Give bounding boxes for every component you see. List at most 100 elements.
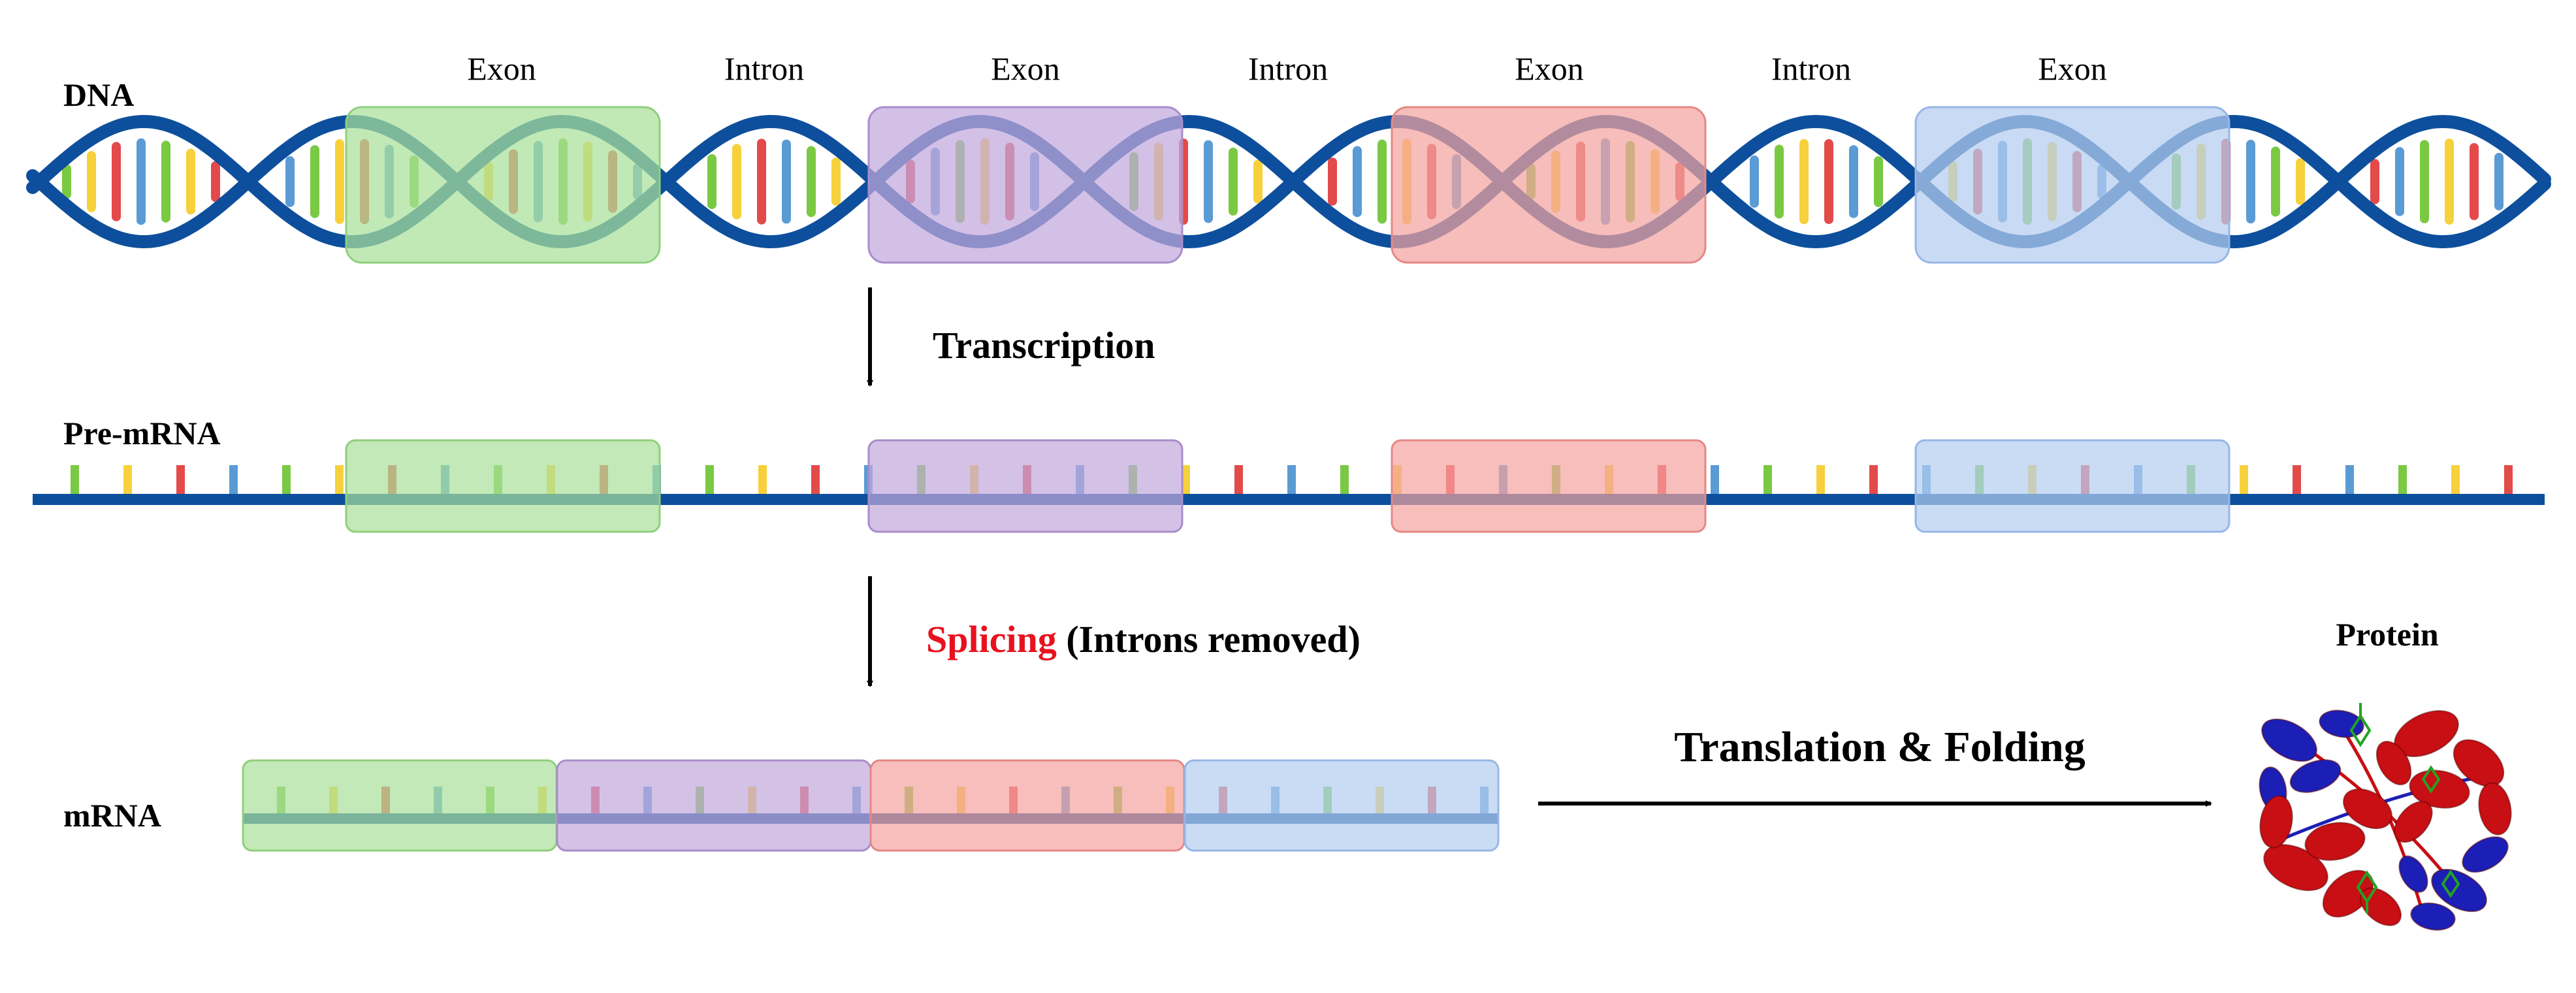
segment-label-exon: Exon [1515,50,1584,87]
mrna-exon-blocks [242,759,1500,852]
segment-label-exon: Exon [2038,50,2107,87]
dna-base-pair [186,148,195,215]
protein-helix [2319,709,2364,738]
protein-helix [2410,902,2456,931]
pre-mrna-label: Pre-mRNA [63,415,221,451]
protein-heme [2441,870,2460,898]
dna-base-pair [1874,156,1883,207]
mrna-exon-box [1183,759,1500,852]
pre-mrna-base [2451,465,2460,494]
dna-base-pair [62,164,71,199]
protein-helix [2453,739,2505,787]
transcription-label: Transcription [933,324,1155,366]
mrna-exon-box [242,759,558,852]
pre-mrna-base [2398,465,2407,494]
dna-base-pair [1253,159,1263,204]
dna-base-pair [211,161,220,203]
pre-mrna-base [1711,465,1719,494]
dna-base-pair [87,151,96,212]
dna-base-pair [1328,157,1337,206]
protein-helix [2394,801,2433,843]
dna-base-pair [2494,152,2504,211]
dna-exon-box [867,106,1183,264]
dna-base-pair [1353,146,1362,218]
dna-exon-box [1914,106,2230,264]
protein-structure-icon [2259,703,2512,931]
pre-mrna-base [1816,465,1825,494]
dna-base-pair [1849,145,1858,218]
dna-base-pair [2296,158,2305,205]
segment-label-intron: Intron [724,50,804,87]
dna-base-pair [1799,138,1809,225]
pre-mrna-base [2240,465,2248,494]
dna-base-pair [2370,159,2379,204]
pre-mrna-exon-highlights [345,439,2230,533]
protein-heme [2421,765,2441,794]
splicing-detail: (Introns removed) [1057,618,1360,660]
mrna-exon-box [869,759,1185,852]
mrna-exon-box [556,759,872,852]
segment-label-exon: Exon [467,50,536,87]
pre-mrna-base [2345,465,2354,494]
pre-mrna-base [1763,465,1772,494]
pre-mrna-exon-box [345,439,661,533]
protein-helix [2289,759,2342,793]
pre-mrna-base [1287,465,1296,494]
pre-mrna-base [2293,465,2301,494]
translation-label: Translation & Folding [1674,723,2085,771]
dna-base-pair [732,144,741,220]
protein-label: Protein [2336,616,2439,653]
dna-base-pair [757,138,766,225]
protein-heme [2356,870,2378,913]
protein-helix [2261,718,2317,762]
pre-mrna-base [176,465,185,494]
dna-base-pair [137,138,146,225]
pre-mrna-base [2504,465,2513,494]
dna-base-pair [2445,138,2454,225]
pre-mrna-base [1869,465,1878,494]
pre-mrna-exon-box [867,439,1183,533]
splicing-label: Splicing (Introns removed) [926,618,1360,660]
dna-base-pair [1229,147,1238,216]
protein-helix [2478,782,2512,836]
dna-base-pair [112,142,121,221]
splicing-word: Splicing [926,618,1057,660]
pre-mrna-base [282,465,291,494]
dna-base-pair [1824,139,1833,224]
protein-helix [2375,740,2412,786]
dna-base-pair [707,154,716,210]
dna-base-pair [2420,140,2429,223]
pre-mrna-base [1234,465,1243,494]
dna-base-pair [285,156,295,207]
pre-mrna-base [1340,465,1349,494]
dna-base-pair [335,139,344,224]
dna-exon-highlights [345,106,2230,264]
pre-mrna-exon-box [1391,439,1707,533]
dna-base-pair [310,145,319,218]
protein-helix [2259,795,2293,849]
segment-labels: Exon Intron Exon Intron Exon Intron Exon [467,50,2107,87]
dna-base-pair [2470,142,2479,221]
pre-mrna-base [758,465,767,494]
mrna-label: mRNA [63,797,161,834]
pre-mrna-base [811,465,820,494]
dna-base-pair [1377,139,1387,224]
dna-base-pair [1775,144,1784,219]
dna-exon-box [345,106,661,264]
pre-mrna-base [705,465,714,494]
dna-base-pair [2246,139,2255,224]
dna-base-pair [161,140,170,223]
dna-base-pair [782,139,791,224]
segment-label-exon: Exon [991,50,1060,87]
protein-helix [2398,855,2428,893]
dna-base-pair [2271,146,2280,217]
pre-mrna-exon-box [1914,439,2230,533]
pre-mrna-base [123,465,132,494]
dna-base-pair [2395,147,2404,216]
protein-helix [2343,788,2392,830]
dna-base-pair [807,146,816,218]
segment-label-intron: Intron [1248,50,1328,87]
segment-label-intron: Intron [1771,50,1851,87]
pre-mrna-base [335,465,344,494]
